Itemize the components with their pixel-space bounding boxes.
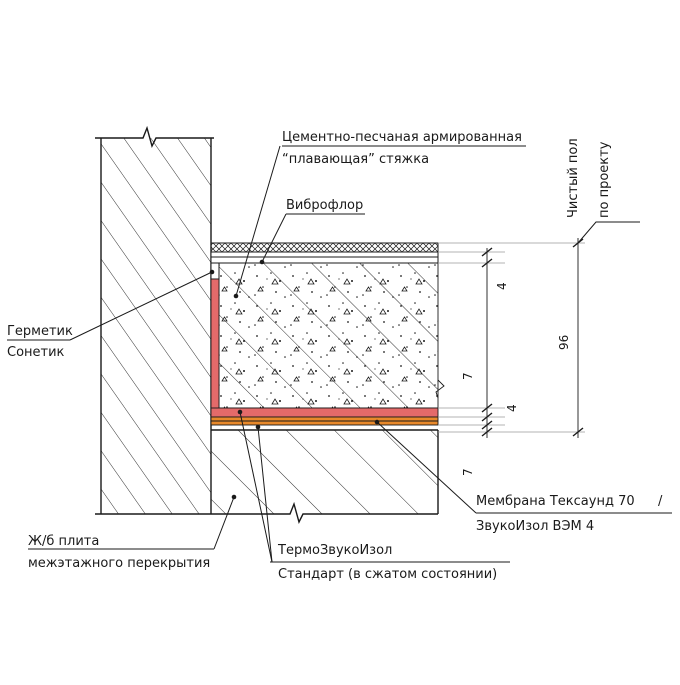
screed-label-2: “плавающая” стяжка — [282, 152, 429, 167]
membrane-label-2: ЗвукоИзол ВЭМ 4 — [476, 519, 594, 534]
slab-label-2: межэтажного перекрытия — [28, 556, 210, 571]
slab-label-1: Ж/б плита — [28, 534, 99, 549]
dim-screed-gap: 7 — [461, 372, 475, 380]
sealant-label-2: Сонетик — [7, 345, 65, 360]
vibrofloor-label: Виброфлор — [286, 198, 363, 213]
sealant-label-1: Герметик — [7, 324, 73, 339]
membrane-layer — [210, 416, 439, 426]
finish-floor-label-2: по проекту — [597, 141, 612, 218]
dim-membrane: 4 — [505, 404, 519, 412]
thermo-label-1: ТермоЗвукоИзол — [277, 543, 392, 558]
dim-slab-gap: 7 — [461, 468, 475, 476]
thermo-label-2: Стандарт (в сжатом состоянии) — [278, 567, 497, 582]
dim-total: 96 — [557, 335, 571, 350]
slab — [95, 429, 439, 524]
dim-top-layer: 4 — [495, 282, 509, 290]
finish-floor-label-1: Чистый пол — [566, 138, 581, 218]
membrane-label-1: Мембрана Тексаунд 70 — [476, 494, 635, 509]
membrane-slash: / — [658, 494, 663, 509]
dimension-lines — [438, 221, 640, 438]
screed-label-1: Цементно-песчаная армированная — [282, 130, 522, 145]
screed-layer — [218, 262, 439, 409]
wall — [95, 125, 214, 514]
vibrofloor-layer — [210, 242, 439, 264]
